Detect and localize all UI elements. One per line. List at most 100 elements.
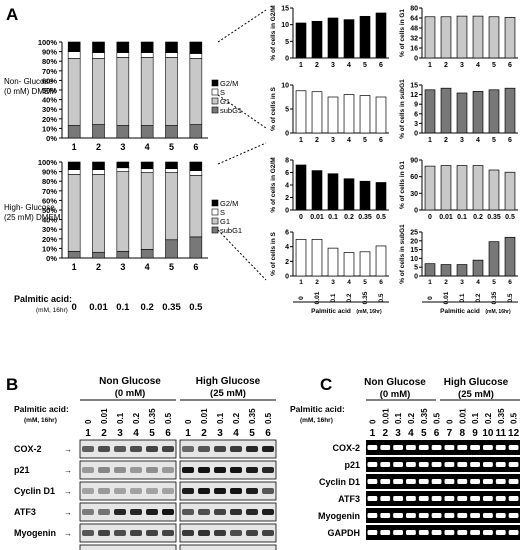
mini-bar <box>472 15 484 59</box>
pa-dose: 0.2 <box>141 302 154 313</box>
x-tick-label: 4 <box>145 142 150 152</box>
pb-band <box>146 509 158 515</box>
y-tick-label: 20% <box>42 115 57 124</box>
pc-treatment-unit: (mM, 16hr) <box>300 417 333 424</box>
pa-treatment-unit: (mM, 16hr) <box>36 307 68 314</box>
pc-lane: 11 <box>495 428 506 439</box>
arrow-right-icon: → <box>64 466 72 475</box>
mini-x-tick-label: 4 <box>347 137 351 144</box>
mini-x-tick-label: 2 <box>315 62 319 69</box>
mini-y-tick-label: 0 <box>414 274 418 281</box>
bar-segment-s <box>165 52 178 58</box>
mini-x-tick-label: 3 <box>460 62 464 69</box>
condition-1-line1: Non- Glucose <box>4 77 53 86</box>
mini-bar <box>295 22 307 59</box>
pb-lane: 2 <box>101 428 107 439</box>
pc-band <box>418 513 429 518</box>
bar-segment-s <box>67 51 81 59</box>
pc-lane: 5 <box>421 428 427 439</box>
mini-x-tick-label: 3 <box>460 137 464 144</box>
bar-segment-g1 <box>165 57 178 126</box>
legend-label: G1 <box>220 217 230 226</box>
pc-band <box>367 462 378 467</box>
mini-bar <box>311 170 323 211</box>
pb-band <box>98 488 110 494</box>
pc-lane: 3 <box>395 428 401 439</box>
pb-blot-strip <box>179 523 277 543</box>
panel-label-b: B <box>6 375 18 394</box>
pb-band <box>214 446 226 452</box>
mini-x-tick-label: 3 <box>331 279 335 286</box>
x-tick-label: 1 <box>72 142 77 152</box>
pc-band <box>406 462 416 467</box>
mini-x-tick-label: 6 <box>379 62 383 69</box>
pb-lane: 5 <box>249 428 255 439</box>
pc-band <box>444 479 455 484</box>
panel-label-a: A <box>6 5 18 24</box>
pc-dose: 0.2 <box>407 412 416 424</box>
pc-band <box>380 479 391 484</box>
mini-bar <box>424 165 436 211</box>
mini-x-tick-label: 6 <box>379 137 383 144</box>
pb-blot-strip <box>79 460 177 480</box>
pc-band <box>470 530 480 535</box>
pc-band <box>495 479 506 484</box>
mini-x-tick-label: 2 <box>315 279 319 286</box>
mini-bar <box>488 169 500 211</box>
legend-label: G1 <box>220 97 230 106</box>
pc-band <box>380 530 391 535</box>
pc-band <box>470 496 480 501</box>
bar-segment-subg1 <box>92 124 105 139</box>
mini-x-tick-label: 4 <box>347 279 351 286</box>
mini-bar <box>472 165 484 211</box>
pc-dose: 0.01 <box>458 408 467 424</box>
mini-x-tick-label: 5 <box>492 279 496 286</box>
pb-band <box>98 446 110 452</box>
pc-band <box>406 513 416 518</box>
bar-segment-g2m <box>165 41 178 53</box>
pc-band <box>508 530 519 535</box>
legend-swatch <box>211 106 219 114</box>
legend-swatch <box>211 208 219 216</box>
mini-y-axis-label: % of cells in subG1 <box>399 79 406 139</box>
pb-dose: 0.01 <box>100 408 109 424</box>
mini-dose-label: 0.5 <box>507 293 514 302</box>
bar-segment-g2m <box>116 161 130 169</box>
pb-blot-strip <box>179 544 277 550</box>
pc-band <box>457 496 468 501</box>
pc-treatment-label: Palmitic acid: <box>290 404 345 414</box>
pb-blot-strip <box>79 439 177 459</box>
pb-band <box>230 488 242 494</box>
pb-band <box>114 446 126 452</box>
pc-band <box>495 513 506 518</box>
mini-x-tick-label: 1 <box>428 62 432 69</box>
pc-band <box>457 513 468 518</box>
pb-band <box>182 467 194 473</box>
pb-band <box>214 488 226 494</box>
mini-bar <box>488 16 500 59</box>
bar-segment-s <box>67 169 81 175</box>
pa-dose: 0.35 <box>162 302 181 313</box>
pc-band <box>393 445 403 450</box>
pc-band <box>483 462 493 467</box>
pb-protein-label: COX-2 <box>14 444 42 454</box>
pb-dose: 0.5 <box>264 412 273 424</box>
bar-segment-g1 <box>67 58 81 126</box>
mini-dose-label: 0 <box>427 296 434 300</box>
pb-band <box>230 467 242 473</box>
pb-dose: 0.1 <box>216 412 225 424</box>
bar-segment-s <box>116 52 130 58</box>
bar-segment-s <box>165 168 178 173</box>
bar-segment-g2m <box>116 41 130 53</box>
bar-segment-subg1 <box>165 239 178 259</box>
mini-dose-label: 0.01 <box>443 291 450 304</box>
bar-segment-subg1 <box>165 125 178 139</box>
legend-swatch <box>211 79 219 87</box>
arrow-right-icon: → <box>64 445 72 454</box>
bar-segment-s <box>189 170 203 176</box>
pc-band <box>444 496 455 501</box>
x-tick-label: 2 <box>96 262 101 272</box>
mini-x-tick-label: 4 <box>347 62 351 69</box>
